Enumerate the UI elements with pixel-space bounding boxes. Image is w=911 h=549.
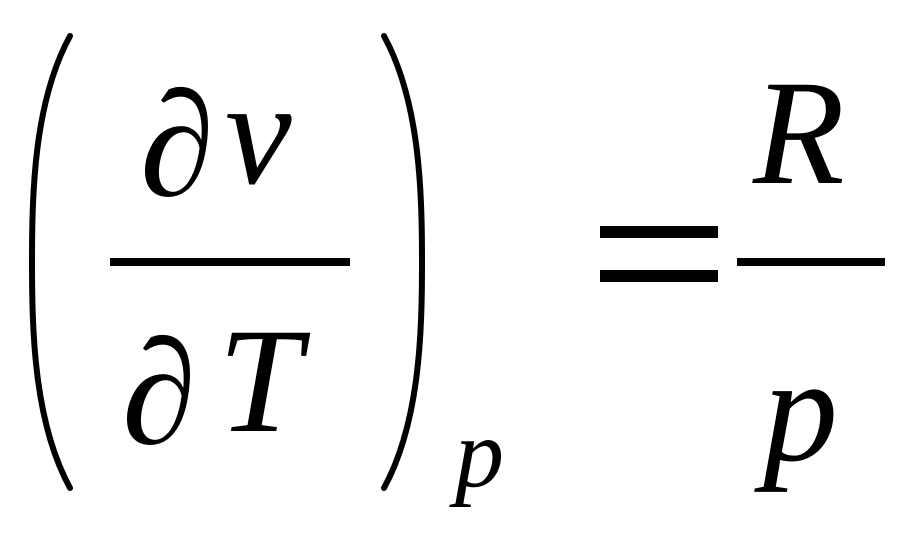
denominator-partial-symbol: ∂ <box>122 310 197 476</box>
equals-bottom-line <box>600 270 718 282</box>
pressure-denominator: p <box>763 327 838 493</box>
constant-pressure-subscript: p <box>455 400 504 508</box>
denominator-variable: T <box>218 298 302 464</box>
equals-top-line <box>600 226 718 238</box>
numerator-variable: v <box>225 50 292 216</box>
numerator-partial-symbol: ∂ <box>140 62 215 228</box>
left-parenthesis <box>28 33 73 491</box>
gas-constant-numerator: R <box>753 50 845 216</box>
right-parenthesis <box>381 33 426 491</box>
rhs-fraction-bar <box>737 258 885 266</box>
equals-sign: = <box>600 218 720 288</box>
lhs-fraction-bar <box>110 258 350 266</box>
